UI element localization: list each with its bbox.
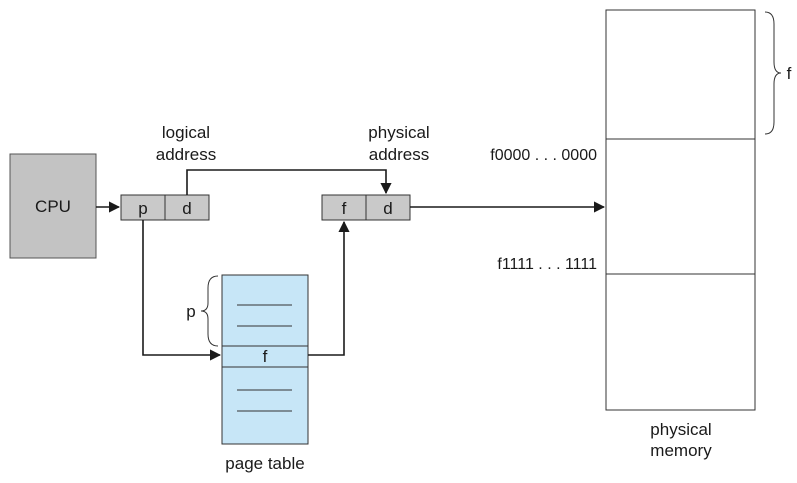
physical-address-register: f d (321, 194, 411, 221)
frame-brace-label: f (787, 64, 792, 83)
physical-address-caption-1: physical (368, 123, 429, 142)
physical-memory-caption-1: physical (650, 420, 711, 439)
physical-f-label: f (342, 199, 347, 218)
cpu-block: CPU (9, 153, 97, 259)
offset-copy-arrow (186, 169, 392, 195)
physical-d-label: d (383, 199, 392, 218)
frame-start-address: f0000 . . . 0000 (490, 147, 597, 164)
page-table-frame-entry: f (263, 347, 268, 366)
page-index-label: p (186, 302, 195, 321)
page-index-arrow (142, 220, 222, 361)
physical-memory-caption-2: memory (650, 441, 712, 460)
page-index-brace (200, 275, 219, 347)
frame-number-arrow (308, 220, 350, 356)
logical-address-caption-2: address (156, 145, 216, 164)
logical-p-cell (120, 194, 166, 221)
logical-address-caption-1: logical (162, 123, 210, 142)
logical-address-register: p d (120, 194, 210, 221)
physical-address-caption-2: address (369, 145, 429, 164)
logical-p-label: p (138, 199, 147, 218)
cpu-label: CPU (35, 197, 71, 216)
page-table: f (221, 274, 309, 445)
physical-memory (605, 9, 756, 411)
logical-d-label: d (182, 199, 191, 218)
frame-brace (764, 11, 782, 135)
frame-end-address: f1111 . . . 1111 (497, 256, 597, 273)
page-table-caption: page table (225, 454, 304, 473)
